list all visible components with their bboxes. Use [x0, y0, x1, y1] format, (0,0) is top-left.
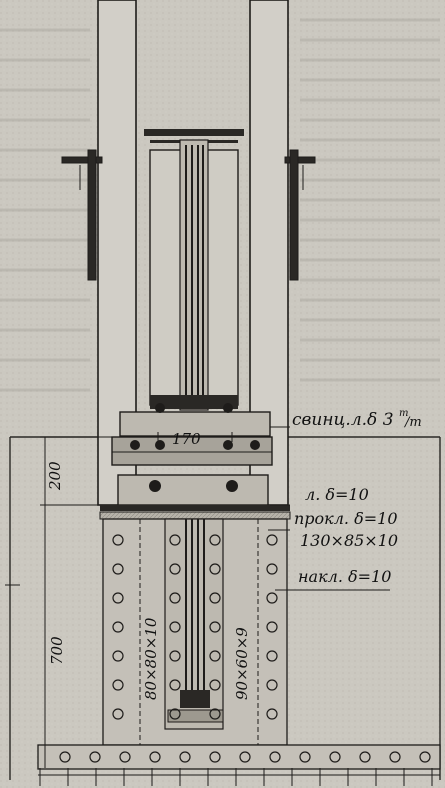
lead-plate-sup: m	[399, 408, 408, 419]
rivet	[112, 708, 124, 720]
rivet	[209, 751, 221, 763]
rivet	[299, 751, 311, 763]
rivet	[359, 751, 371, 763]
upper-height-dimension: 200	[46, 461, 64, 491]
lead-plate-label: свинц.л.δ 3	[292, 410, 394, 430]
rivet	[389, 751, 401, 763]
shim-label: прокл. δ=10	[294, 509, 398, 528]
rivet	[209, 563, 221, 575]
rivet	[209, 534, 221, 546]
rivet	[266, 650, 278, 662]
bolt-heads-upper	[130, 403, 260, 450]
bleed-through-texture	[0, 18, 440, 392]
plate-label: л. δ=10	[305, 485, 369, 504]
base-plate	[100, 505, 290, 511]
rivet	[169, 534, 181, 546]
rivet	[169, 621, 181, 633]
rivet	[209, 708, 221, 720]
rivet	[329, 751, 341, 763]
anchor-body	[102, 518, 288, 746]
bottom-rivet-row	[59, 751, 431, 763]
rivet	[169, 708, 181, 720]
rivet	[169, 563, 181, 575]
rivet	[169, 592, 181, 604]
rivet	[112, 563, 124, 575]
rivet	[59, 751, 71, 763]
bottom-base-strip	[37, 744, 441, 776]
rivet	[149, 751, 161, 763]
rivet	[169, 679, 181, 691]
rivet	[209, 650, 221, 662]
angle-top-label: 130×85×10	[300, 531, 398, 550]
rivet	[266, 708, 278, 720]
left-bracket	[61, 149, 103, 281]
cover-plate-label: накл. δ=10	[298, 567, 391, 586]
lead-plate-den: /m	[403, 415, 422, 430]
dimension-lines	[5, 426, 390, 768]
rivet	[266, 592, 278, 604]
rivet	[112, 621, 124, 633]
rivet	[112, 650, 124, 662]
i-beam	[144, 129, 244, 411]
rivet	[266, 563, 278, 575]
rivet	[89, 751, 101, 763]
rivet-grid	[112, 534, 278, 720]
rivet	[419, 751, 431, 763]
rivet	[269, 751, 281, 763]
bearing-shoe-lower	[117, 474, 269, 506]
rivet	[239, 751, 251, 763]
width-dimension: 170	[172, 430, 201, 448]
rivet	[209, 592, 221, 604]
rivet	[112, 592, 124, 604]
angle-right-label: 90×60×9	[233, 627, 251, 700]
rivet	[119, 751, 131, 763]
rivet	[112, 534, 124, 546]
right-bracket	[284, 149, 316, 281]
rivet	[209, 679, 221, 691]
rivet	[169, 650, 181, 662]
rivet	[266, 621, 278, 633]
angle-left-label: 80×80×10	[142, 617, 160, 700]
rivet	[266, 679, 278, 691]
lower-height-dimension: 700	[48, 636, 66, 665]
rivet	[179, 751, 191, 763]
shim-plate	[99, 511, 291, 520]
rivet	[112, 679, 124, 691]
rivet	[266, 534, 278, 546]
bottom-tick-marks	[39, 768, 433, 786]
rivet	[209, 621, 221, 633]
